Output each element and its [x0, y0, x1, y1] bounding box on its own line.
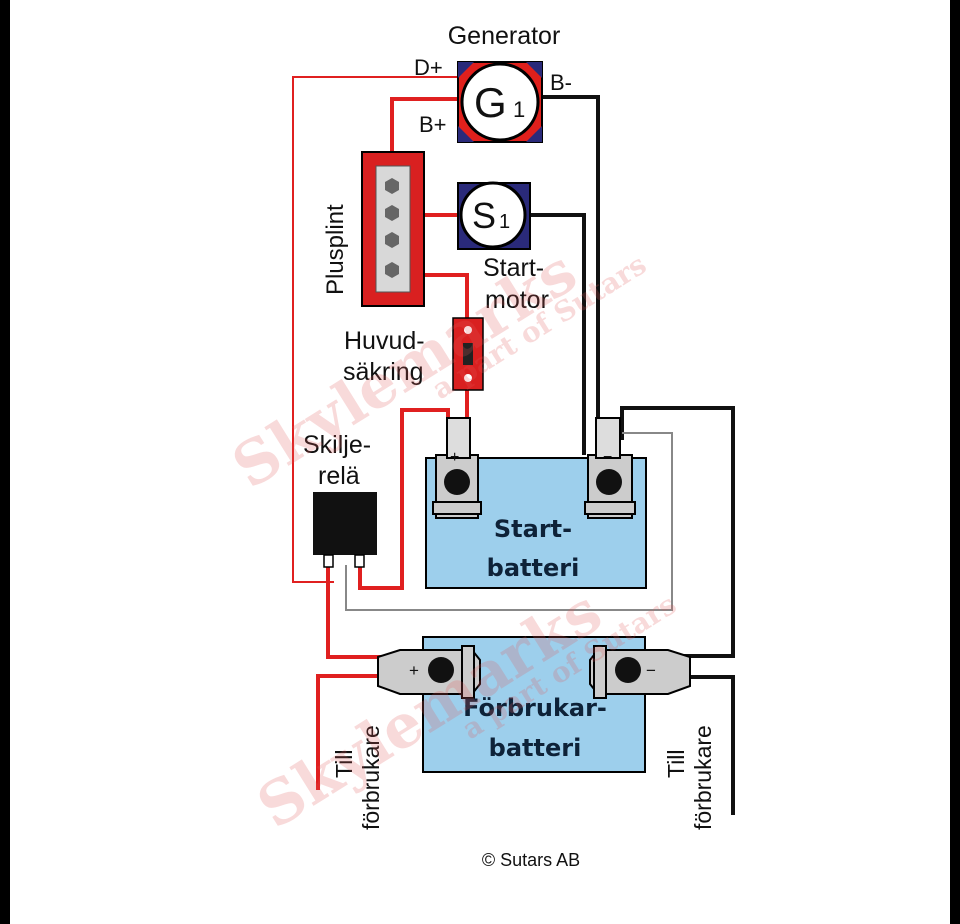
startmotor-label-1: Start- [483, 254, 544, 282]
start-plus-sign: + [450, 449, 459, 466]
start-minus-sign: − [603, 449, 612, 466]
wire-relay-consumerbattery [326, 565, 390, 659]
startbatteri-label-1: Start- [494, 515, 572, 543]
wire-b-minus [540, 95, 600, 445]
start-battery-minus-terminal: − [584, 417, 636, 519]
consumer-plus-sign: + [409, 661, 419, 680]
huvudsakring-label-2: säkring [343, 358, 424, 386]
startmotor-label-2: motor [485, 286, 549, 314]
wire-relay-startbattery [358, 408, 450, 590]
d-plus-label: D+ [414, 55, 443, 80]
wire-left-consumer [316, 674, 400, 790]
b-minus-label: B- [550, 70, 572, 95]
wire-startmotor-ground [512, 213, 586, 455]
g1-letter: G [474, 79, 507, 126]
forbrukarbatteri-label-1: Förbrukar- [463, 694, 607, 722]
s1-letter: S [472, 195, 496, 236]
consumer-battery-plus-terminal: + [377, 645, 481, 699]
b-plus-label: B+ [419, 112, 447, 137]
start-battery: + − Start- batteri [425, 417, 647, 589]
main-fuse [452, 317, 484, 391]
till-right-1: Till [663, 749, 689, 778]
consumer-battery: + − Förbrukar- batteri [377, 636, 691, 773]
forbrukarbatteri-label-2: batteri [489, 734, 582, 762]
skiljerela [313, 492, 377, 568]
g1-subscript: 1 [513, 97, 525, 122]
generator-label: Generator [448, 22, 561, 50]
till-right-2: förbrukare [690, 725, 716, 830]
startbatteri-label-2: batteri [487, 554, 580, 582]
plusplint [361, 151, 425, 307]
till-left-1: Till [331, 749, 357, 778]
plusplint-label: Plusplint [322, 204, 349, 295]
wire-relay-ground [345, 432, 673, 611]
wiring-diagram: G 1 Generator D+ B- B+ Plusplint S 1 Sta… [10, 0, 950, 924]
wire-d-plus [292, 76, 458, 583]
skiljerela-label-1: Skilje- [303, 431, 371, 459]
s1-subscript: 1 [499, 211, 510, 233]
generator: G 1 [457, 61, 543, 143]
till-left-2: förbrukare [358, 725, 384, 830]
wire-ground-link [620, 406, 735, 658]
wire-b-plus [390, 97, 460, 158]
consumer-minus-sign: − [646, 661, 656, 680]
copyright: © Sutars AB [482, 850, 580, 870]
start-battery-plus-terminal: + [432, 417, 482, 519]
consumer-battery-minus-terminal: − [589, 645, 691, 699]
startmotor: S 1 [457, 181, 531, 250]
huvudsakring-label-1: Huvud- [344, 327, 425, 355]
skiljerela-label-2: relä [318, 462, 360, 490]
diagram-svg: G 1 Generator D+ B- B+ Plusplint S 1 Sta… [221, 22, 735, 870]
